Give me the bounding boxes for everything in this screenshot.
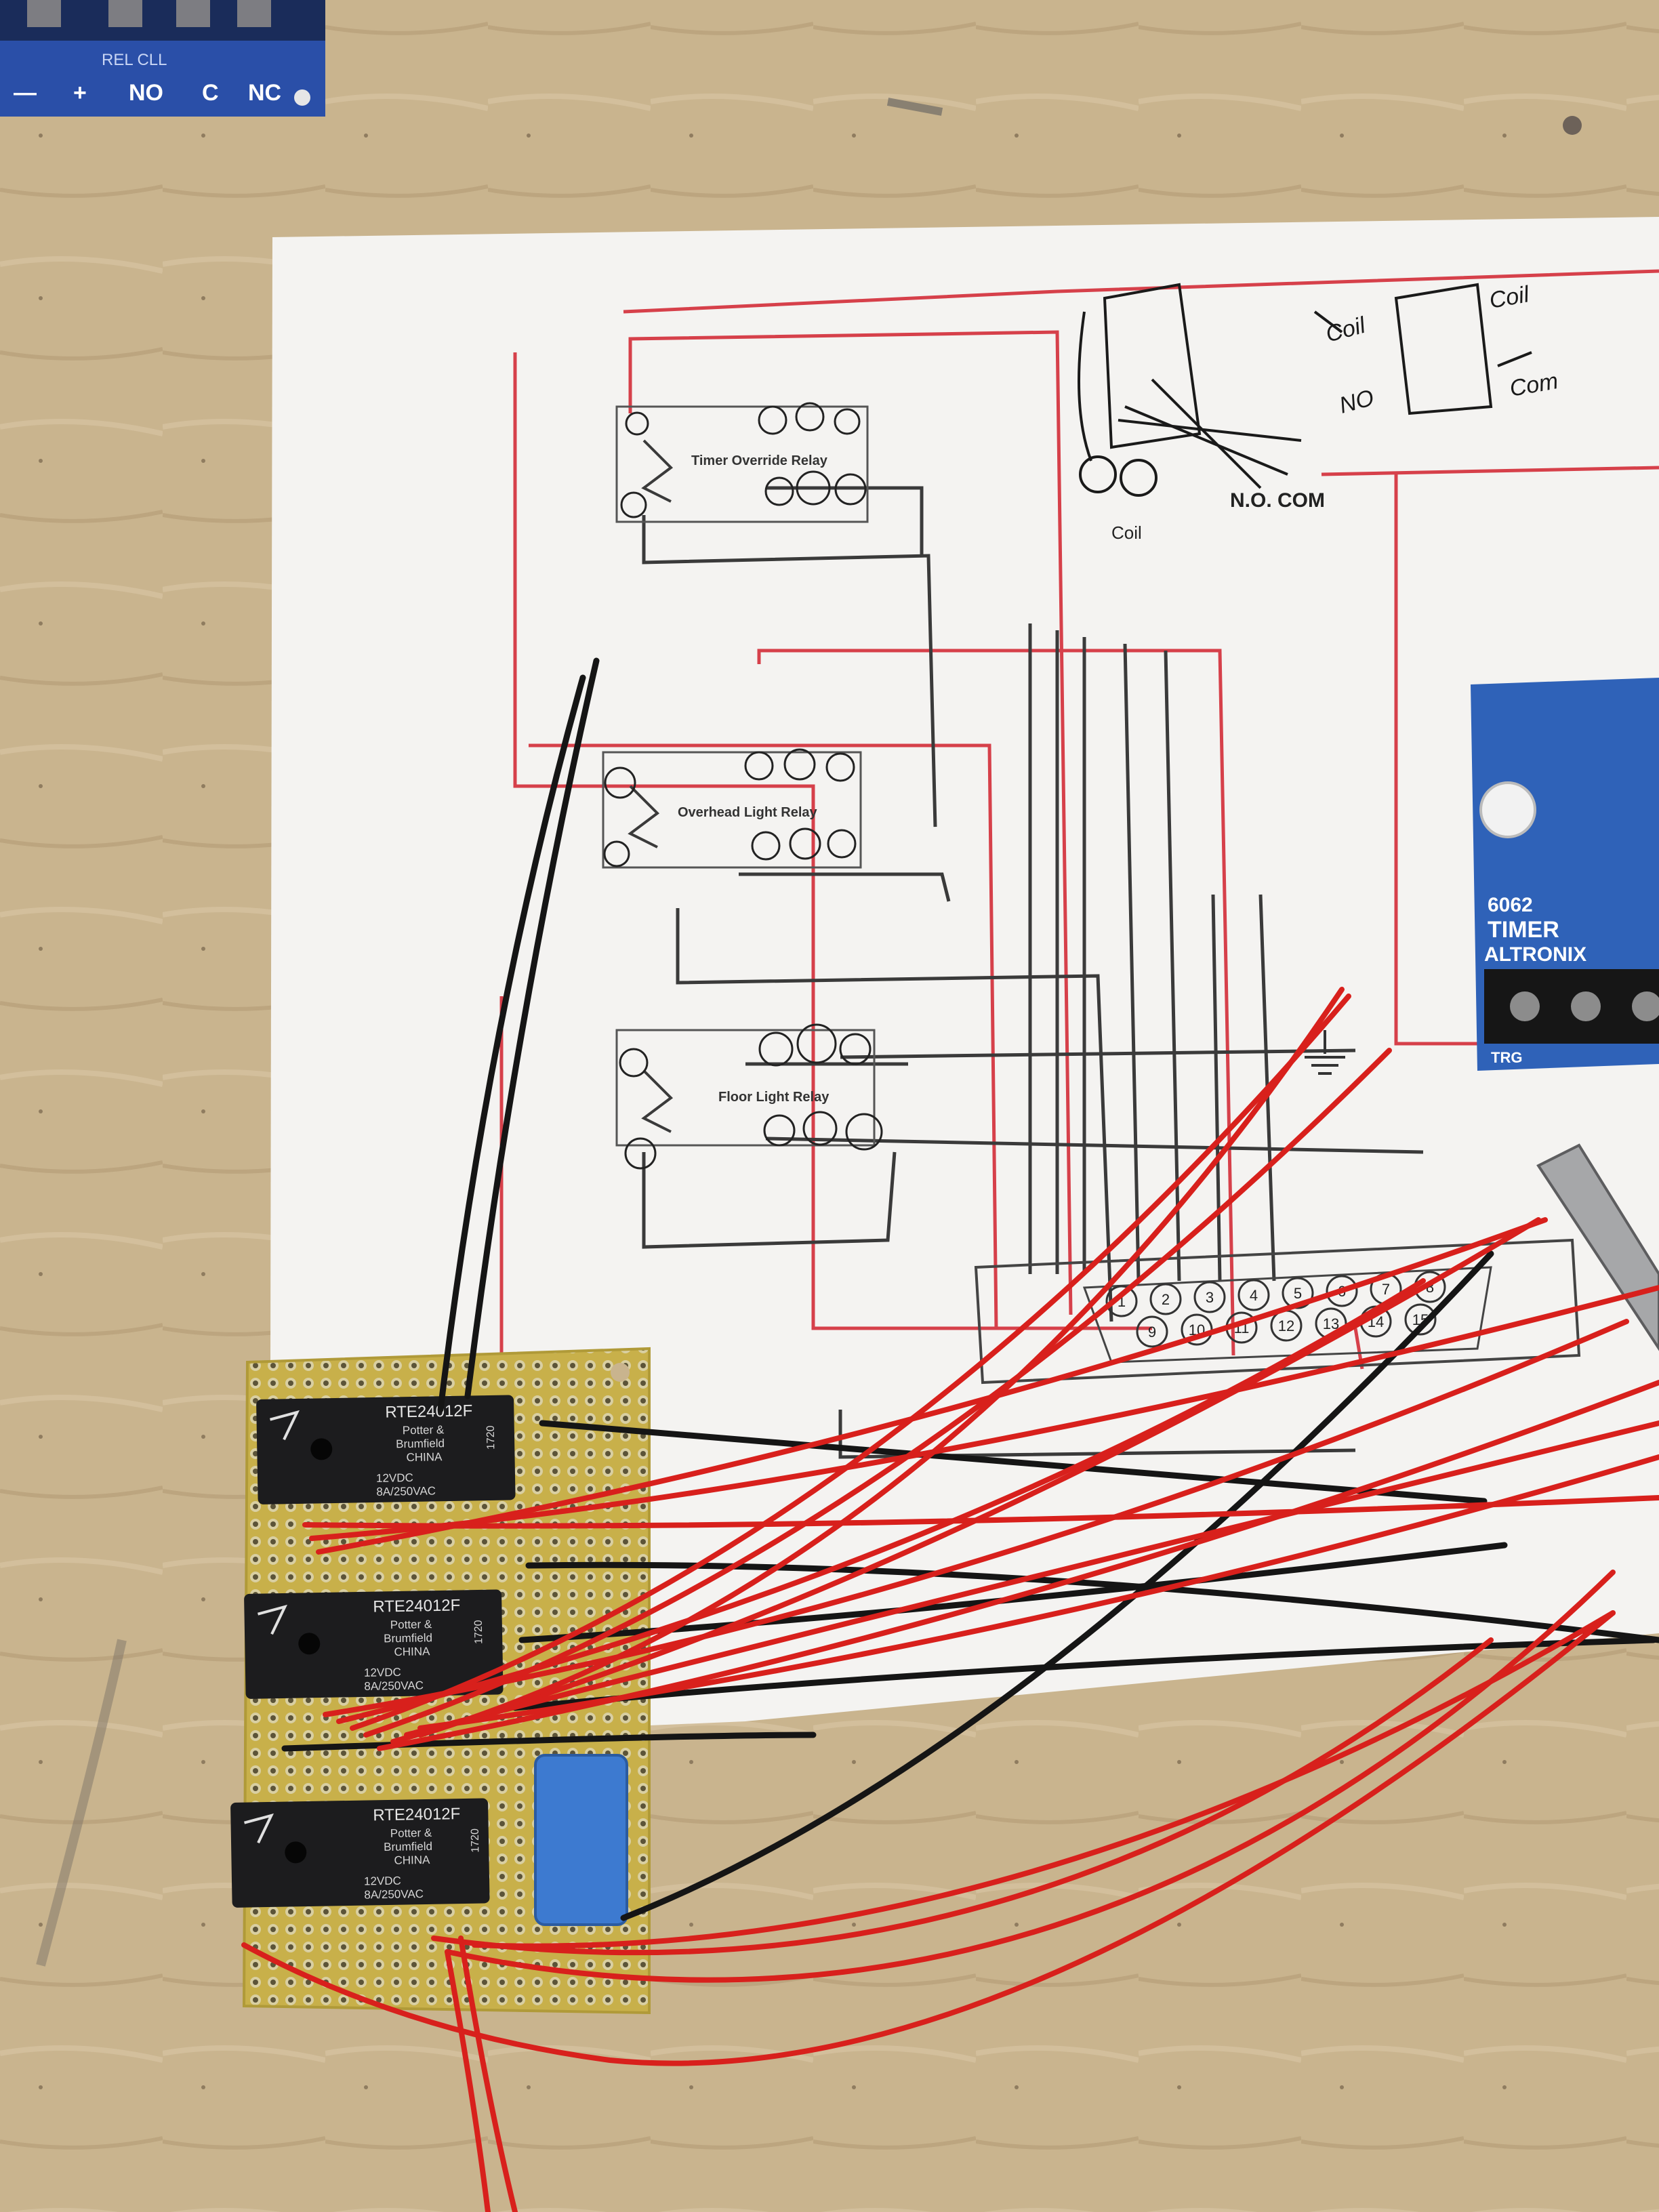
red-wires — [241, 987, 1659, 2212]
relay-maker-1: Potter & — [390, 1618, 432, 1631]
table-mark — [1563, 116, 1582, 135]
relay-rating: 8A/250VAC — [376, 1484, 436, 1498]
blue-capacitor — [534, 1754, 628, 1926]
relay-rte24012f: RTE24012F Potter & Brumfield CHINA 12VDC… — [244, 1589, 504, 1699]
relay-maker-1: Potter & — [403, 1423, 445, 1437]
relay-rte24012f: RTE24012F Potter & Brumfield CHINA 12VDC… — [230, 1798, 490, 1908]
connector-pin — [1105, 1285, 1138, 1317]
connector-pin — [1404, 1303, 1437, 1336]
terminal-label-c: C — [202, 80, 219, 106]
relay-vent-hole — [298, 1633, 321, 1655]
schematic-relay-floor-light: Floor Light Relay — [615, 1023, 883, 1170]
timer-name: TIMER — [1488, 917, 1559, 943]
black-wires — [281, 657, 1659, 1921]
terminal-block: REL CLL — + NO C NC — [0, 0, 325, 117]
ground-symbol — [1305, 1030, 1345, 1075]
ul-logo-icon — [244, 1813, 274, 1844]
relay-date: 1720 — [470, 1828, 482, 1853]
schematic-no-com-label: N.O. COM — [1230, 489, 1325, 512]
schematic-black-traces — [642, 486, 1424, 1459]
terminal-header-text: REL CLL — [102, 51, 167, 69]
connector-pin — [1193, 1281, 1226, 1313]
connector-pin-number: 4 — [1250, 1287, 1258, 1304]
relay-coil: 12VDC — [376, 1471, 413, 1485]
relay-coil: 12VDC — [364, 1875, 401, 1888]
connector-pin — [1149, 1283, 1182, 1315]
table-scratch — [886, 98, 943, 116]
schematic-coil-label: Coil — [1111, 523, 1142, 543]
relay-maker-2: Brumfield — [396, 1437, 445, 1450]
potentiometer-dial — [1479, 781, 1536, 838]
schematic-relay-title: Timer Override Relay — [691, 453, 828, 468]
connector-pin-number: 3 — [1206, 1289, 1214, 1306]
altronix-timer-board: 6062 TIMER ALTRONIX TRG — [1471, 678, 1659, 1071]
relay-rte24012f: RTE24012F Potter & Brumfield CHINA 12VDC… — [256, 1395, 516, 1504]
ul-logo-icon — [258, 1604, 288, 1635]
connector-pin-number: 5 — [1294, 1285, 1302, 1302]
relay-rating: 8A/250VAC — [364, 1679, 424, 1693]
terminal-label-minus: — — [14, 80, 37, 106]
relay-part: RTE24012F — [373, 1596, 460, 1616]
relay-date: 1720 — [473, 1620, 485, 1644]
timer-logo: TRG — [1491, 1049, 1522, 1066]
relay-part: RTE24012F — [385, 1401, 472, 1421]
relay-rating: 8A/250VAC — [364, 1887, 424, 1902]
relay-vent-hole — [285, 1841, 307, 1864]
schematic-red-traces — [499, 269, 1659, 1464]
schematic-relay-overhead-light: Overhead Light Relay — [602, 748, 862, 869]
relay-vent-hole — [310, 1438, 333, 1460]
connector-pin-number: 2 — [1162, 1291, 1170, 1308]
timer-brand: ALTRONIX — [1484, 943, 1586, 966]
schematic-relay-title: Floor Light Relay — [718, 1090, 830, 1105]
terminal-label-nc: NC — [248, 80, 281, 106]
connector-pin-number: 9 — [1148, 1324, 1156, 1340]
relay-origin: CHINA — [406, 1450, 443, 1464]
relay-coil: 12VDC — [364, 1666, 401, 1679]
relay-maker-2: Brumfield — [384, 1840, 432, 1853]
schematic-relay-timer-override: Timer Override Relay — [615, 402, 869, 523]
relay-part: RTE24012F — [373, 1805, 460, 1824]
terminal-label-no: NO — [129, 80, 163, 106]
terminal-label-plus: + — [73, 80, 87, 106]
relay-date: 1720 — [485, 1425, 497, 1450]
connector-pin-number: 12 — [1278, 1317, 1294, 1334]
connector-pin — [1136, 1315, 1168, 1348]
screw-icon — [294, 89, 310, 106]
timer-model: 6062 — [1488, 894, 1533, 916]
connector-pin-number: 7 — [1382, 1281, 1390, 1298]
schematic-relay-title: Overhead Light Relay — [678, 805, 817, 820]
connector-pin — [1282, 1277, 1314, 1309]
relay-maker-2: Brumfield — [384, 1631, 432, 1645]
relay-origin: CHINA — [394, 1645, 430, 1658]
connector-pin — [1237, 1279, 1270, 1311]
table-scratch — [36, 1639, 127, 1967]
handwritten-relay-sketch — [1078, 283, 1532, 497]
relay-maker-1: Potter & — [390, 1826, 432, 1840]
relay-origin: CHINA — [394, 1853, 430, 1867]
ul-logo-icon — [270, 1410, 300, 1441]
connector-pin — [1326, 1275, 1358, 1307]
